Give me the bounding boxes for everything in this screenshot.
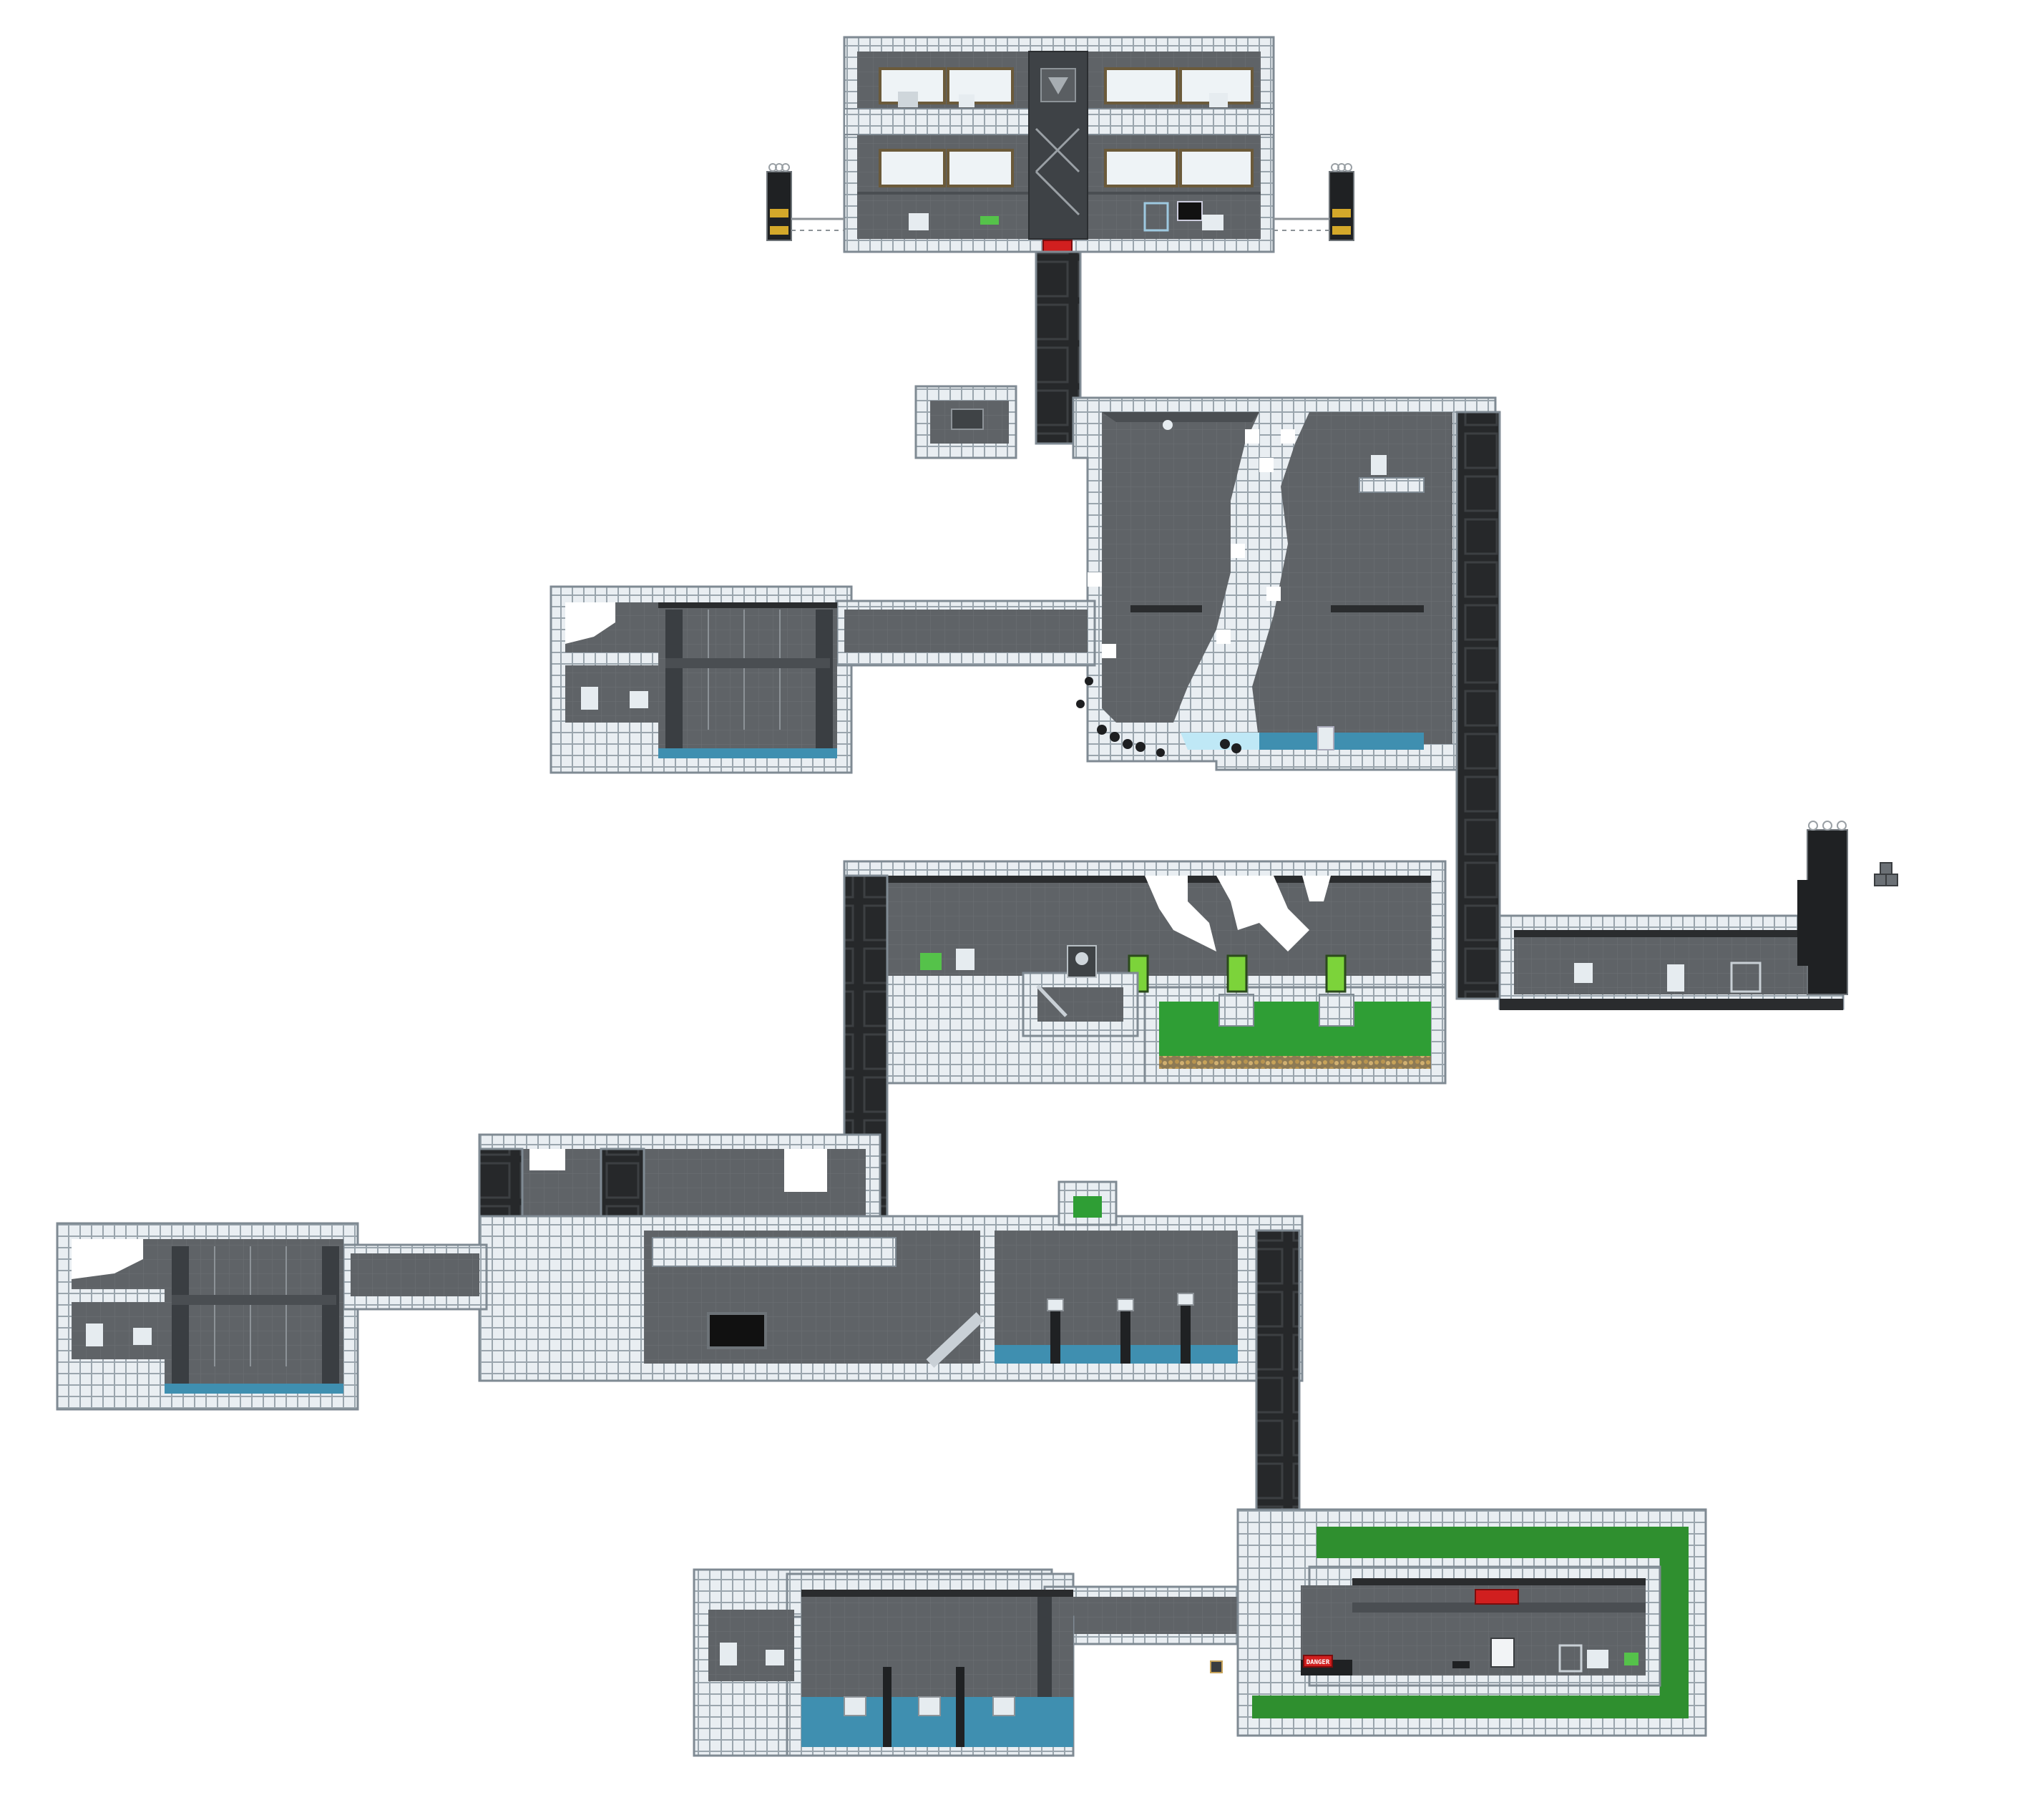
water-pool-west-upper <box>658 748 837 758</box>
staircase-icon <box>1035 127 1080 216</box>
cabinet-icon[interactable] <box>959 94 975 107</box>
bottom-east-complex: DANGER <box>1236 1508 1707 1737</box>
door-icon[interactable] <box>1317 726 1334 750</box>
door-icon[interactable] <box>720 1643 737 1665</box>
desk-icon <box>1202 215 1223 230</box>
elevator-shaft-right[interactable] <box>1455 411 1501 1000</box>
shelf-icon[interactable] <box>1558 1644 1583 1673</box>
crate-icon[interactable] <box>951 408 984 430</box>
upper-cave-complex <box>914 385 1497 771</box>
spider-bot-icon[interactable] <box>1452 1661 1470 1668</box>
catwalk-right[interactable] <box>1331 605 1424 612</box>
lower-west-complex <box>478 1133 1304 1382</box>
far-west-wing <box>56 1222 488 1411</box>
sign-danger <box>1303 1655 1333 1668</box>
machine-icon[interactable] <box>133 1328 152 1345</box>
vending-machine-icon[interactable] <box>898 92 918 107</box>
scaffold-icon[interactable] <box>1730 962 1762 993</box>
door-icon[interactable] <box>86 1324 103 1346</box>
green-vent <box>1073 1196 1102 1218</box>
big-monitor-icon[interactable] <box>707 1312 767 1349</box>
middle-complex <box>843 860 1447 1085</box>
machine-icon[interactable] <box>1574 963 1593 983</box>
green-crate-icon[interactable] <box>920 953 942 970</box>
shelf-icon[interactable] <box>1143 202 1169 232</box>
green-crate-icon[interactable] <box>1624 1653 1638 1665</box>
ramp <box>926 1312 985 1368</box>
ledge-right[interactable] <box>1359 477 1425 493</box>
east-corridor <box>1498 821 1898 1010</box>
cave-breach <box>1088 429 1295 658</box>
submerged-crates[interactable] <box>844 1696 1015 1716</box>
acid-tanks[interactable] <box>1128 954 1347 993</box>
crates-pile-icon[interactable] <box>1874 862 1898 886</box>
counter-icon <box>1209 93 1228 107</box>
west-wing-upper <box>549 585 1096 774</box>
water-pool-upper <box>1259 733 1424 750</box>
machine-icon[interactable] <box>630 691 648 708</box>
windows-upper <box>879 67 1254 187</box>
catwalk-left[interactable] <box>1130 605 1202 612</box>
water-pool-far-west <box>165 1384 343 1394</box>
door-icon[interactable] <box>581 687 598 710</box>
top-building <box>766 36 1354 255</box>
machine-icon[interactable] <box>766 1650 784 1665</box>
bottom-west-complex <box>693 1568 1261 1757</box>
guard-post-left <box>766 163 792 241</box>
terminal-icon[interactable] <box>1371 455 1387 475</box>
small-crate-icon[interactable] <box>1210 1660 1223 1673</box>
lab-machine-icon[interactable] <box>1587 1650 1608 1668</box>
guard-post-right <box>1329 163 1354 241</box>
door-icon[interactable] <box>1667 964 1684 992</box>
monitor-icon[interactable] <box>1177 201 1203 221</box>
hanging-chains <box>708 610 781 730</box>
sign-danger-text: DANGER <box>1306 1659 1330 1666</box>
water-pool-middle <box>995 1345 1238 1364</box>
rubble-rocks <box>1076 677 1241 757</box>
pillars <box>1050 1302 1191 1364</box>
ceiling-lamp-icon <box>1163 420 1173 430</box>
door-icon[interactable] <box>956 949 975 970</box>
sign-lab-warning <box>1475 1589 1519 1605</box>
green-container-icon[interactable] <box>980 216 999 225</box>
sign-no-entry <box>1490 1638 1515 1668</box>
locker-icon[interactable] <box>909 213 929 230</box>
